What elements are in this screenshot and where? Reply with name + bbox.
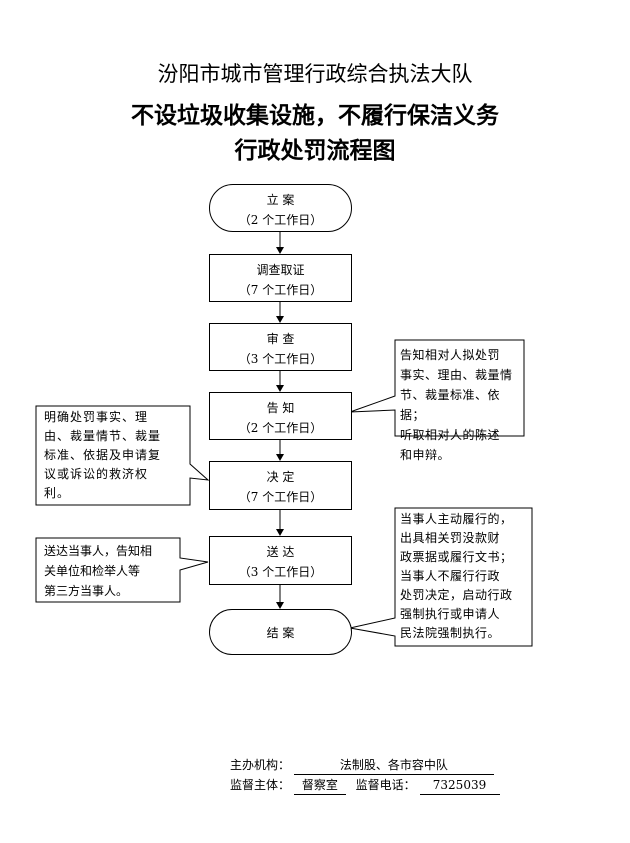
note-line: 明确处罚事实、理	[44, 410, 149, 424]
step-title: 立 案	[266, 193, 295, 207]
note-line: 送达当事人，告知相	[44, 544, 153, 558]
callout-notify-shape	[349, 339, 525, 437]
note-line: 处罚决定，启动行政	[400, 588, 513, 602]
callout-close-shape	[349, 507, 533, 647]
note-notify: 告知相对人拟处罚 事实、理由、裁量情 节、裁量标准、依据； 听取相对人的陈述 和…	[400, 345, 522, 465]
organizer-value: 法制股、各市容中队	[293, 756, 494, 775]
note-line: 由、裁量情节、裁量	[44, 429, 162, 443]
flow-step-close: 结 案	[209, 609, 352, 655]
flow-step-decide: 决 定 （7 个工作日）	[209, 461, 352, 510]
note-line: 当事人不履行行政	[400, 569, 501, 583]
callout-decide-shape	[35, 405, 210, 506]
step-title: 调查取证	[256, 263, 305, 277]
process-subject-title: 不设垃圾收集设施，不履行保洁义务	[131, 102, 499, 129]
flow-step-register: 立 案 （2 个工作日）	[209, 184, 352, 232]
step-title: 结 案	[266, 626, 295, 640]
note-line: 民法院强制执行。	[400, 626, 501, 640]
note-line: 告知相对人拟处罚	[400, 348, 501, 362]
note-line: 第三方当事人。	[44, 584, 129, 598]
footer-supervision: 监督主体： 督察室 监督电话： 7325039	[230, 776, 500, 795]
note-line: 听取相对人的陈述	[400, 428, 501, 442]
note-close: 当事人主动履行的， 出具相关罚没款财 政票据或履行文书； 当事人不履行行政 处罚…	[400, 510, 530, 643]
step-days: （2 个工作日）	[238, 421, 323, 435]
step-days: （2 个工作日）	[238, 213, 323, 227]
flow-step-notify: 告 知 （2 个工作日）	[209, 392, 352, 440]
note-decide: 明确处罚事实、理 由、裁量情节、裁量 标准、依据及申请复 议或诉讼的救济权 利。	[44, 408, 190, 503]
step-days: （7 个工作日）	[238, 490, 323, 504]
organizer-label: 主办机构：	[230, 758, 291, 772]
flow-step-investigate: 调查取证 （7 个工作日）	[209, 254, 352, 302]
note-line: 标准、依据及申请复	[44, 448, 162, 462]
callout-serve-shape	[35, 537, 209, 603]
step-title: 审 查	[266, 332, 295, 346]
phone-value: 7325039	[419, 776, 500, 795]
note-line: 议或诉讼的救济权	[44, 467, 149, 481]
step-days: （7 个工作日）	[238, 283, 323, 297]
note-line: 利。	[44, 486, 71, 500]
supervisor-label: 监督主体：	[230, 778, 291, 792]
flow-step-review: 审 查 （3 个工作日）	[209, 323, 352, 371]
step-days: （3 个工作日）	[238, 565, 323, 579]
note-line: 政票据或履行文书；	[400, 550, 513, 564]
note-line: 和申辩。	[400, 448, 451, 462]
footer-organizer: 主办机构： 法制股、各市容中队	[230, 756, 494, 775]
note-line: 事实、理由、裁量情	[400, 368, 513, 382]
note-serve: 送达当事人，告知相 关单位和检举人等 第三方当事人。	[44, 541, 180, 601]
note-line: 出具相关罚没款财	[400, 531, 501, 545]
org-title: 汾阳市城市管理行政综合执法大队	[157, 62, 473, 86]
supervisor-value: 督察室	[293, 776, 346, 795]
note-line: 节、裁量标准、依据；	[400, 388, 501, 422]
step-title: 送 达	[266, 545, 295, 559]
step-title: 告 知	[266, 401, 295, 415]
note-line: 强制执行或申请人	[400, 607, 501, 621]
flowchart-title: 行政处罚流程图	[234, 137, 396, 164]
note-line: 关单位和检举人等	[44, 564, 141, 578]
step-title: 决 定	[266, 470, 295, 484]
flow-step-serve: 送 达 （3 个工作日）	[209, 536, 352, 585]
step-days: （3 个工作日）	[238, 352, 323, 366]
phone-label: 监督电话：	[355, 778, 416, 792]
note-line: 当事人主动履行的，	[400, 512, 513, 526]
